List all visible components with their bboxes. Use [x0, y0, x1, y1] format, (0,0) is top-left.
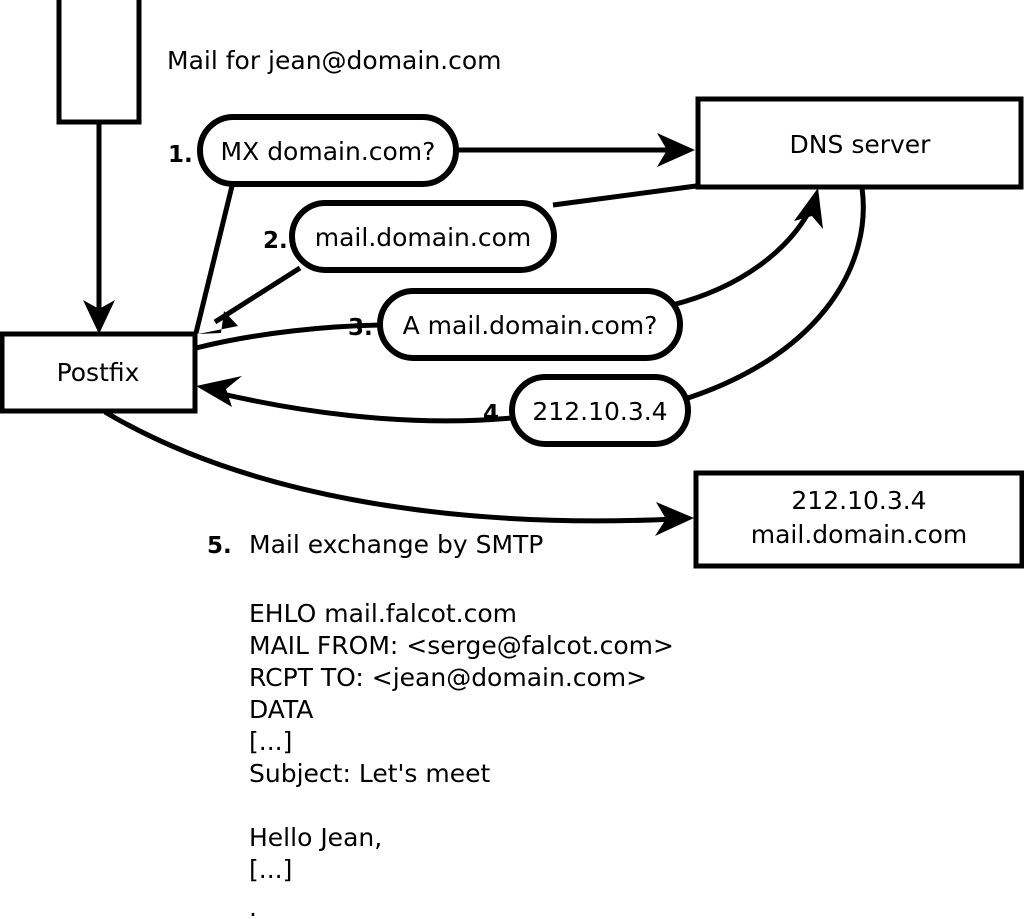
node-sender-box — [56, 0, 142, 125]
node-dns-server: DNS server — [695, 96, 1024, 190]
smtp-transcript-line: Subject: Let's meet — [249, 759, 490, 788]
connector-sender-to-postfix — [83, 122, 115, 334]
node-target-server: 212.10.3.4 mail.domain.com — [693, 470, 1024, 569]
node-target-server-box — [693, 470, 1024, 569]
bubble-step-2: mail.domain.com — [289, 200, 557, 273]
smtp-transcript-line: EHLO mail.falcot.com — [249, 599, 517, 628]
connector-step3-postfix-to-dns — [195, 188, 823, 351]
node-postfix-label: Postfix — [57, 358, 140, 387]
bubble-step-3: A mail.domain.com? — [377, 288, 683, 361]
step-number-2: 2. — [263, 228, 288, 254]
smtp-transcript-line: [...] — [249, 727, 292, 756]
bubble-step-2-label: mail.domain.com — [315, 223, 531, 252]
smtp-transcript-line: . — [249, 893, 257, 919]
bubble-step-4-shape — [509, 374, 691, 447]
bubble-step-3-shape — [377, 288, 683, 361]
bubble-step-4-label: 212.10.3.4 — [532, 397, 667, 426]
bubble-step-1: MX domain.com? — [197, 114, 459, 187]
bubble-step-4: 212.10.3.4 — [509, 374, 691, 447]
connector-step2-dns-to-postfix — [198, 183, 697, 334]
connector-step4-dns-to-postfix — [196, 187, 866, 424]
connector-step1-postfix-to-dns — [193, 133, 695, 334]
smtp-transcript-line: Hello Jean, — [249, 823, 382, 852]
smtp-transcript: EHLO mail.falcot.com MAIL FROM: <serge@f… — [249, 599, 674, 919]
bubble-step-2-shape — [289, 200, 557, 273]
node-target-server-ip: 212.10.3.4 — [791, 486, 926, 515]
step-number-5: 5. — [207, 533, 232, 559]
node-dns-server-box — [695, 96, 1024, 190]
bubble-step-3-label: A mail.domain.com? — [403, 311, 658, 340]
diagram-title: Mail for jean@domain.com — [167, 46, 502, 75]
step-5-caption: Mail exchange by SMTP — [249, 530, 543, 559]
bubble-step-1-label: MX domain.com? — [221, 137, 436, 166]
smtp-transcript-line: DATA — [249, 695, 313, 724]
smtp-transcript-line: RCPT TO: <jean@domain.com> — [249, 663, 647, 692]
connector-step5-postfix-to-target — [103, 409, 694, 536]
bubble-step-1-shape — [197, 114, 459, 187]
smtp-transcript-line: MAIL FROM: <serge@falcot.com> — [249, 631, 674, 660]
step-number-3: 3. — [348, 315, 373, 341]
node-postfix: Postfix — [0, 331, 198, 414]
node-target-server-hostname: mail.domain.com — [751, 520, 967, 549]
step-number-4: 4. — [483, 401, 508, 427]
smtp-transcript-line: [...] — [249, 855, 292, 884]
node-postfix-box — [0, 331, 198, 414]
node-dns-server-label: DNS server — [790, 130, 932, 159]
step-number-1: 1. — [168, 142, 193, 168]
